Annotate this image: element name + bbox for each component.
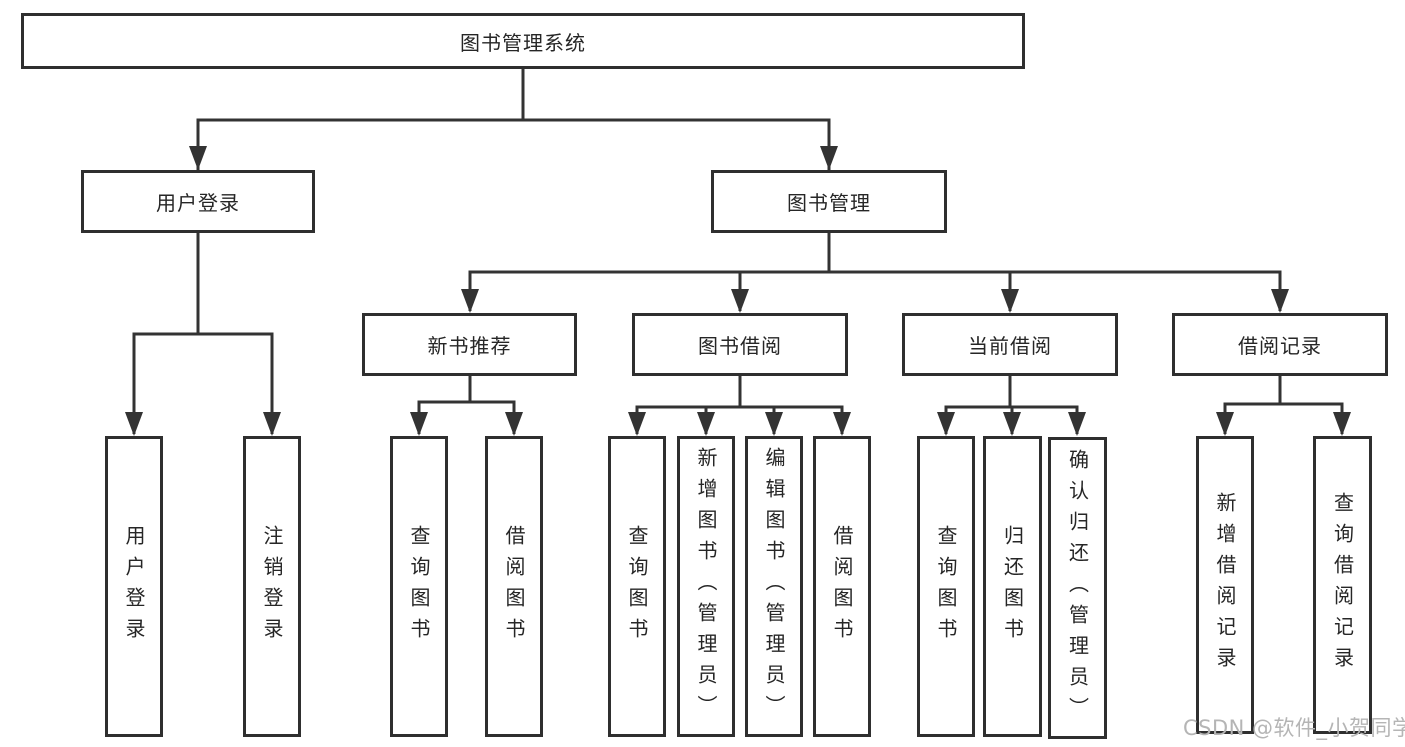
node-query-books-recommendation: 查询图书: [390, 436, 448, 737]
node-borrow-books-borrowing: 借阅图书: [813, 436, 871, 737]
node-current-borrowing: 当前借阅: [902, 313, 1118, 376]
node-label: 用户登录: [122, 524, 146, 649]
edge-line: [132, 233, 274, 434]
node-label: 图书管理: [787, 191, 871, 215]
node-label: 查询图书: [625, 524, 649, 649]
node-label: 查询借阅记录: [1330, 492, 1355, 678]
arrow-down-icon: [628, 412, 851, 436]
node-label: 新书推荐: [427, 334, 512, 358]
node-book-borrowing: 图书借阅: [632, 313, 848, 376]
node-label: 借阅图书: [830, 524, 854, 649]
edge-line: [196, 69, 831, 170]
node-edit-book-admin: 编辑图书（管理员）: [745, 436, 803, 737]
arrow-down-icon: [189, 146, 838, 170]
node-label: 查询图书: [934, 524, 958, 649]
arrow-down-icon: [125, 412, 281, 436]
node-label: 当前借阅: [968, 334, 1052, 358]
node-query-books-current: 查询图书: [917, 436, 975, 737]
node-label: 借阅记录: [1238, 334, 1322, 358]
edge-line: [468, 233, 1282, 311]
arrow-down-icon: [410, 412, 523, 436]
node-library-management-system: 图书管理系统: [21, 13, 1025, 69]
edge-borrowing-records-to-leaves: [1216, 376, 1351, 436]
edge-line: [635, 376, 844, 434]
node-borrow-books-recommendation: 借阅图书: [485, 436, 543, 737]
node-user-login: 用户登录: [81, 170, 315, 233]
node-add-book-admin: 新增图书（管理员）: [677, 436, 735, 737]
node-label: 图书管理系统: [460, 30, 586, 55]
node-add-borrow-record: 新增借阅记录: [1196, 436, 1254, 734]
node-label: 新增借阅记录: [1213, 492, 1237, 678]
node-return-books: 归还图书: [983, 436, 1042, 737]
node-query-borrow-record: 查询借阅记录: [1313, 436, 1372, 734]
node-label: 用户登录: [156, 191, 240, 215]
edge-line: [1223, 376, 1344, 434]
csdn-watermark: CSDN @软件_小贺同学: [1183, 716, 1405, 740]
node-label: 编辑图书（管理员）: [762, 447, 786, 726]
edge-book-management-to-level2: [461, 233, 1289, 313]
edge-new-book-recommendation-to-leaves: [410, 376, 523, 436]
node-label: 注销登录: [260, 524, 284, 649]
edge-book-borrowing-to-leaves: [628, 376, 851, 436]
node-logout: 注销登录: [243, 436, 301, 737]
node-label: 查询图书: [407, 524, 431, 649]
edge-user-login-to-leaves: [125, 233, 281, 436]
node-label: 借阅图书: [502, 524, 526, 649]
node-query-books-borrowing: 查询图书: [608, 436, 666, 737]
arrow-down-icon: [1216, 412, 1351, 436]
edge-current-borrowing-to-leaves: [937, 376, 1086, 436]
node-label: 图书借阅: [698, 334, 782, 358]
edge-root-to-level1: [189, 69, 838, 170]
node-book-management: 图书管理: [711, 170, 947, 233]
arrow-down-icon: [461, 289, 1289, 313]
node-label: 确认归还（管理员）: [1065, 448, 1090, 728]
node-confirm-return-admin: 确认归还（管理员）: [1048, 437, 1107, 739]
edge-line: [417, 376, 516, 434]
node-label: 新增图书（管理员）: [694, 447, 718, 726]
node-label: 归还图书: [1000, 524, 1025, 649]
node-borrowing-records: 借阅记录: [1172, 313, 1388, 376]
node-new-book-recommendation: 新书推荐: [362, 313, 577, 376]
arrow-down-icon: [937, 412, 1086, 436]
node-user-login-leaf: 用户登录: [105, 436, 163, 737]
